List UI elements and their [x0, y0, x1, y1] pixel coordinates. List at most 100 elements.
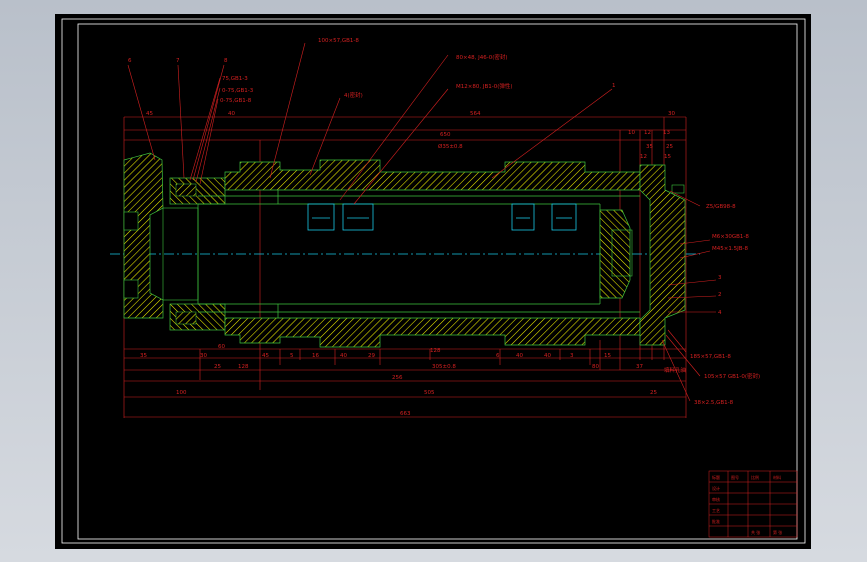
dim-b-40: 40 — [340, 353, 347, 359]
dim-b-29: 29 — [368, 353, 375, 359]
dim-b-40b: 40 — [516, 353, 523, 359]
drawing-line — [127, 64, 156, 161]
drawing-line — [339, 54, 449, 201]
drawing-line — [269, 42, 306, 179]
part-labels: 1 2 3 4 6 7 8 100×57,GB1-8 80×48, J46-0(… — [128, 38, 760, 406]
tb-drawing-no: 图号 — [731, 474, 739, 480]
drawing-line — [667, 329, 687, 353]
inner-border — [77, 23, 798, 540]
dim-b-6: 6 — [496, 353, 500, 359]
drawing-line — [511, 203, 535, 231]
drawing-line — [192, 64, 225, 181]
tb-design: 设计 — [712, 485, 720, 491]
drawing-line — [307, 203, 335, 231]
drawing-line — [224, 159, 641, 191]
dim-650: 650 — [440, 132, 451, 138]
drawing-line — [611, 229, 633, 277]
tb-process: 工艺 — [712, 508, 720, 513]
dim-30: 30 — [668, 111, 675, 117]
drawing-line — [491, 88, 613, 179]
leader-label-8: 8 — [224, 58, 228, 64]
drawing-line — [679, 239, 711, 245]
outer-sleeve — [224, 159, 641, 348]
drawing-line — [667, 279, 717, 286]
note-oil-hole: 填料孔油 — [664, 366, 687, 374]
leader-label-6: 6 — [128, 58, 132, 64]
dim-b-505: 505 — [424, 390, 435, 396]
dim-b-16: 16 — [312, 353, 319, 359]
drawing-line — [309, 97, 341, 176]
tb-material: 材料 — [773, 474, 781, 480]
dim-b-663: 663 — [400, 411, 411, 417]
left-flange — [123, 152, 164, 319]
dim-45: 45 — [146, 111, 153, 117]
dim-b-305: 305±0.8 — [432, 364, 456, 370]
dimension-frame — [123, 116, 687, 418]
right-end-housing — [599, 164, 686, 346]
leader-label-7: 7 — [176, 58, 180, 64]
drawing-line — [353, 88, 449, 205]
tb-sheet-no: 第 张 — [773, 529, 782, 535]
dim-b-128: 128 — [430, 348, 441, 354]
drawing-line — [123, 279, 139, 299]
dim-mid: Ø35±0.8 — [438, 143, 463, 150]
drawing-line — [665, 334, 701, 377]
drawing-line — [224, 317, 641, 348]
drawing-line — [679, 250, 711, 259]
drawing-line — [123, 152, 164, 319]
drawing-line — [169, 177, 226, 205]
dim-12: 12 — [644, 130, 651, 136]
drawing-line — [667, 295, 717, 299]
bearings — [307, 203, 577, 231]
dim-b-60: 60 — [218, 344, 225, 350]
drawing-line — [669, 190, 701, 207]
drawing-line — [195, 87, 221, 183]
drawing-line — [175, 311, 197, 325]
title-block-text: 标题 图号 比例 材料 设计 审核 工艺 批准 共 张 第 张 — [712, 474, 782, 535]
dim-b-128b: 128 — [238, 364, 249, 370]
spec-right-2: M6×30GB1-8 — [712, 234, 749, 240]
drawing-line — [342, 203, 374, 231]
spec-right-6: 38×2.5,GB1-8 — [694, 400, 734, 406]
spec-left-2: 0-75,GB1-3 — [222, 88, 254, 94]
drawing-line — [551, 203, 577, 231]
dim-b-45: 45 — [262, 353, 269, 359]
tb-title: 标题 — [712, 474, 720, 480]
dim-b-35: 35 — [140, 353, 147, 359]
dim-b-30: 30 — [200, 353, 207, 359]
dim-40-top: 40 — [228, 111, 235, 117]
drawing-line — [661, 339, 691, 402]
dim-b-25: 25 — [214, 364, 221, 370]
dim-25-top: 25 — [666, 144, 673, 150]
drawing-line — [123, 211, 139, 231]
dim-13: 13 — [663, 130, 670, 136]
outer-border — [61, 18, 806, 544]
spec-top-2: 80×48, J46-0(密封) — [456, 53, 508, 61]
leader-label-2: 2 — [718, 292, 722, 298]
leader-label-3: 3 — [718, 275, 722, 281]
spec-left-3: 0-75,GB1-8 — [220, 98, 252, 104]
drawing-line — [189, 77, 221, 181]
drawing-line — [199, 98, 219, 185]
drawing-line — [177, 64, 185, 179]
dim-15-top: 15 — [664, 154, 671, 160]
dim-b-80: 80 — [592, 364, 599, 370]
dim-12b: 12 — [640, 154, 647, 160]
tb-approve: 批准 — [712, 518, 720, 524]
drawing-line — [639, 164, 686, 346]
dim-b-40c: 40 — [544, 353, 551, 359]
spec-right-3: M45×1.5JB-8 — [712, 246, 748, 252]
dim-b-3: 3 — [570, 353, 574, 359]
drawing-line — [599, 209, 631, 299]
dim-35-top: 35 — [646, 144, 653, 150]
drawing-line — [175, 183, 197, 197]
dim-10: 10 — [628, 130, 635, 136]
dim-b-100: 100 — [176, 390, 187, 396]
tb-sheets-total: 共 张 — [751, 529, 760, 535]
spec-left-1: 75,GB1-3 — [222, 76, 248, 82]
dim-b-15: 15 — [604, 353, 611, 359]
dimension-texts: 650 564 30 45 40 10 12 13 35 25 12 15 Ø3… — [140, 111, 675, 417]
spec-right-5: 105×57 GB1-0(密封) — [704, 372, 760, 380]
spec-mid: 4(密封) — [344, 91, 363, 99]
